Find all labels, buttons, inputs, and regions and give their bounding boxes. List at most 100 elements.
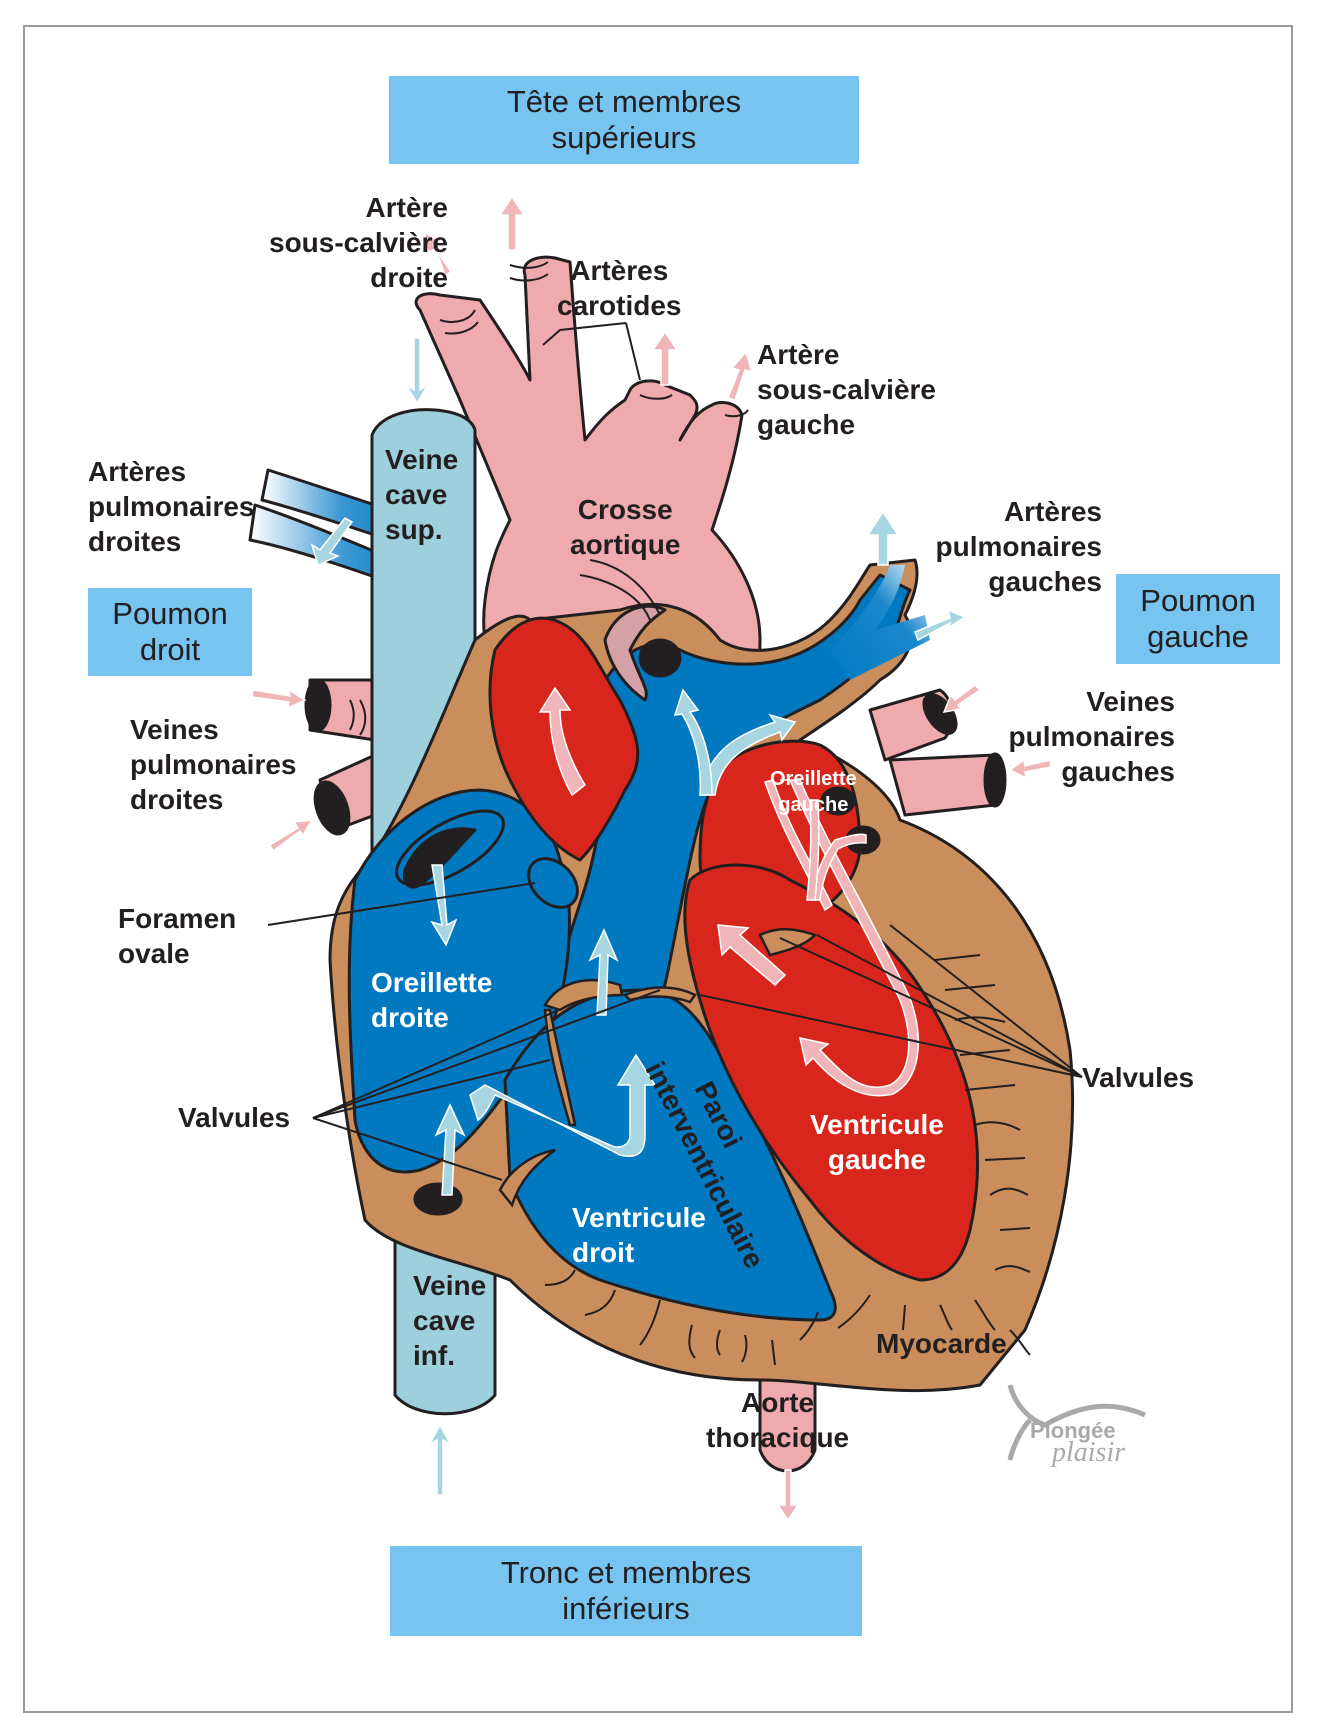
flow-arrow-pv-left-2 [1008, 758, 1052, 780]
flow-arrow-subclavian-left-up [727, 350, 754, 401]
label-right-ventricle: Ventricule droit [572, 1202, 706, 1268]
artery-striation [444, 321, 479, 335]
right-ventricle-valve-opening [413, 1182, 463, 1216]
myocardium-striation [989, 1187, 1029, 1196]
leader-valvules-right-4 [889, 924, 1083, 1078]
flow-arrow-rv-curve [469, 1053, 657, 1157]
flow-arrow-subclavian-right-up [422, 230, 453, 277]
flow-arrow-pv-left-1 [942, 684, 982, 713]
flow-arrow-pa-left [699, 713, 797, 796]
myocardium-striation [939, 1304, 953, 1331]
leader-valvules-left-1 [312, 1004, 571, 1119]
flow-arrow-lv-curve [780, 779, 920, 1097]
myocardium-striation [999, 1227, 1031, 1231]
myocardium-striation [741, 1334, 748, 1363]
flow-arrow-pa-left-out [866, 510, 900, 566]
label-thoracic-aorta: Aorte thoracique [706, 1387, 850, 1453]
left-atrium-opening-1 [820, 786, 856, 816]
myocardium-striation [639, 1299, 661, 1346]
leader-valvules-left-3 [312, 1059, 551, 1119]
label-left-subclavian-artery: Artère sous-calvière gauche [757, 339, 936, 440]
box-head-upper-limbs: Tête et membres supérieurs [389, 76, 859, 164]
left-pulmonary-artery-branch [830, 565, 930, 680]
artery-striation [349, 699, 355, 731]
flow-arrow-pv-right-2 [269, 819, 314, 853]
box-left-lung: Poumon gauche [1116, 574, 1280, 664]
myocardium-striation [1009, 1329, 1031, 1356]
left-pulmonary-vein-lower-opening [983, 752, 1007, 808]
flow-arrow-ao-root [538, 686, 586, 797]
myocardium-striation [974, 1299, 996, 1331]
myocardium-striation [688, 1324, 696, 1359]
artery-striation [589, 559, 661, 616]
leader-valvules-right-3 [816, 934, 1083, 1078]
artery-striation [509, 273, 549, 282]
artery-striation [439, 309, 476, 323]
left-pulmonary-vein-lower [888, 753, 997, 817]
myocardium-striation [584, 1289, 616, 1316]
leader-foramen [267, 882, 536, 926]
flow-arrow-pa-right-out [310, 517, 354, 567]
watermark-line-1: Plongée [1030, 1418, 1116, 1443]
flow-arrow-trunk-up [588, 928, 619, 1016]
flow-arrow-rv-up-1 [434, 1103, 466, 1196]
label-right-subclavian-artery: Artère sous-calvière droite [269, 192, 448, 293]
artery-striation [639, 394, 673, 400]
label-left-pulmonary-veins: Veines pulmonaires gauches [1008, 686, 1175, 787]
myocardium-striation [964, 1084, 1016, 1091]
aortic-valve-flap [603, 604, 667, 702]
flow-arrow-svc-down [405, 337, 429, 405]
label-right-pulmonary-veins: Veines pulmonaires droites [130, 714, 297, 815]
foramen-ovale-shape [527, 857, 579, 909]
right-atrium-valve-opening [402, 827, 477, 889]
flow-arrow-carotid-up [498, 195, 526, 251]
myocardium-striation [902, 1304, 906, 1331]
label-left-atrium: Oreillette gauche [770, 768, 857, 816]
right-pulmonary-vein-upper-opening [304, 678, 332, 732]
label-aortic-arch: Crosse aortique [570, 494, 681, 560]
myocardium-striation [544, 1269, 576, 1286]
artery-striation [509, 261, 549, 269]
pulmonary-trunk [558, 573, 912, 1002]
leader-valvules-right-2 [779, 937, 1083, 1078]
myocardium-striation [974, 1121, 1021, 1131]
myocardium-striation [771, 1339, 776, 1366]
artery-striation [724, 409, 749, 418]
box-trunk-lower-limbs: Tronc et membres inférieurs [390, 1546, 862, 1636]
leader-valvules-left-4 [312, 1117, 503, 1181]
label-right-pulmonary-arteries: Artères pulmonaires droites [88, 456, 255, 557]
myocardium-striation [799, 1311, 819, 1341]
watermark-line-2: plaisir [1052, 1437, 1126, 1468]
diagram-frame [23, 25, 1293, 1713]
flow-arrow-ivc-up [426, 1423, 454, 1496]
label-myocardium: Myocarde [876, 1328, 1007, 1359]
myocardium-striation [959, 1049, 1011, 1056]
flow-arrow-lv-up [717, 924, 787, 987]
right-atrium-valve-ring [395, 809, 505, 887]
myocardium-striation [716, 1329, 721, 1356]
myocardium-striation [994, 1265, 1031, 1273]
leader-valvules-right-1 [699, 994, 1083, 1078]
artery-striation [579, 574, 651, 621]
myocardium-striation [837, 1294, 871, 1329]
flow-arrow-la-3 [806, 799, 820, 901]
myocardium-striation [934, 954, 981, 961]
watermark: Plongée plaisir [1030, 1418, 1126, 1468]
myocardium-striation [984, 1157, 1026, 1161]
right-pulmonary-vein-lower-opening [313, 780, 351, 836]
inferior-vena-cava [393, 1238, 497, 1416]
leader-carotid-1 [542, 322, 627, 346]
watermark-logo-icon [1007, 1384, 1146, 1461]
label-foramen-ovale: Foramen ovale [118, 903, 237, 969]
label-valves-left: Valvules [178, 1102, 291, 1133]
box-right-lung: Poumon droit [88, 588, 252, 676]
myocardium-striation [954, 1016, 1006, 1023]
label-left-pulmonary-arteries: Artères pulmonaires gauches [935, 496, 1102, 597]
valve-leaflet-3 [622, 986, 697, 1004]
valve-leaflet-2 [543, 1008, 577, 1127]
artery-striation [359, 699, 367, 736]
leader-carotid-2 [625, 322, 641, 381]
flow-arrow-pa-left-out-2 [914, 608, 967, 642]
label-valves-right: Valvules [1082, 1062, 1195, 1093]
